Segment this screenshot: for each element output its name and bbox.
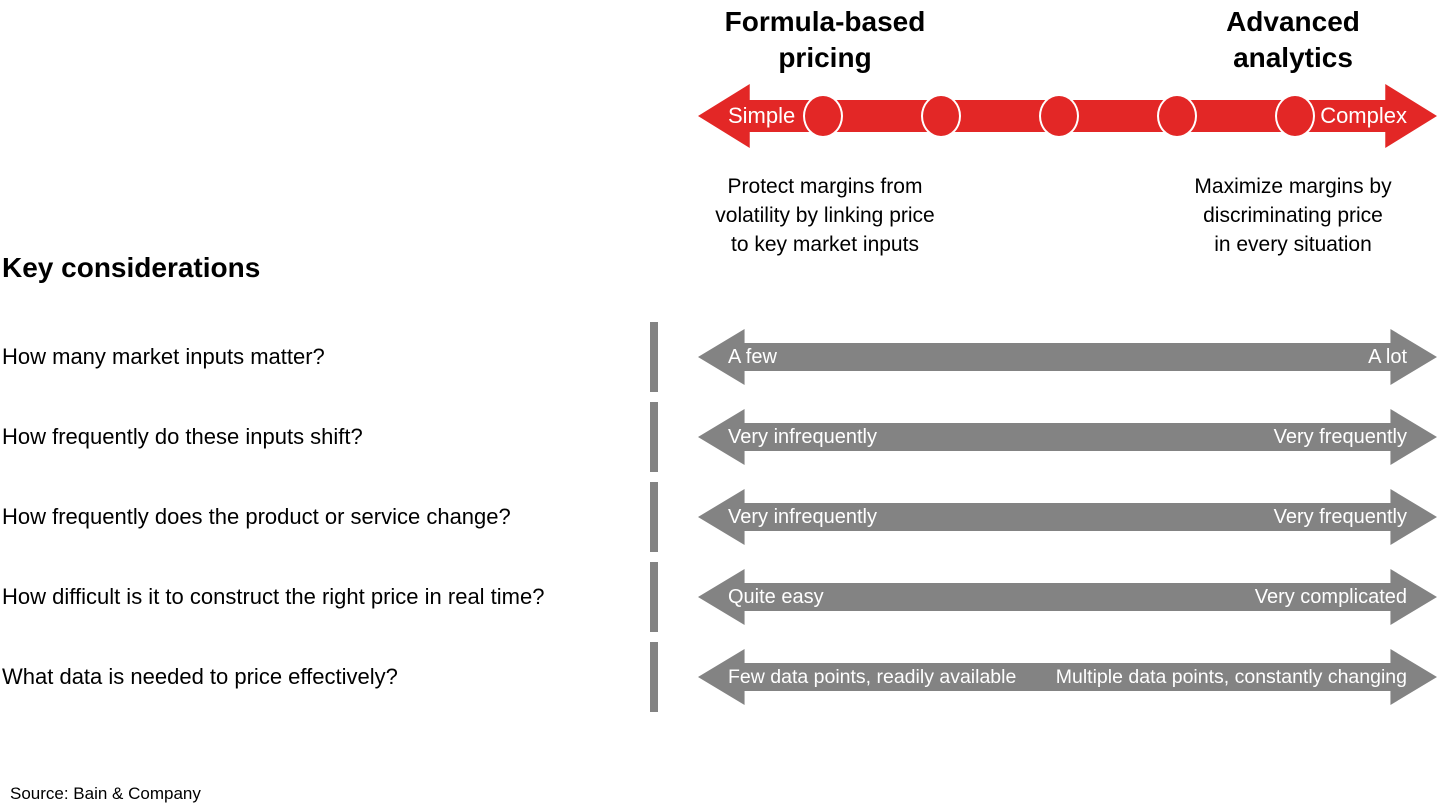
arrow-left-label: A few — [728, 345, 777, 368]
divider-bar — [650, 642, 658, 712]
consideration-arrow: Very infrequently Very frequently — [698, 489, 1437, 545]
title-line: Advanced — [1226, 6, 1360, 37]
question-text: How frequently does the product or servi… — [2, 504, 511, 529]
spectrum-complex-label: Complex — [1320, 103, 1407, 128]
consideration-row: How difficult is it to construct the rig… — [0, 557, 1440, 637]
arrow-left-label: Very infrequently — [728, 425, 877, 448]
consideration-arrow: Quite easy Very complicated — [698, 569, 1437, 625]
consideration-row: How frequently does the product or servi… — [0, 477, 1440, 557]
consideration-row: How frequently do these inputs shift? Ve… — [0, 397, 1440, 477]
divider-bar — [650, 562, 658, 632]
consideration-arrow: A few A lot — [698, 329, 1437, 385]
description-line: Protect margins from — [727, 175, 923, 198]
question-text: How difficult is it to construct the rig… — [2, 584, 545, 609]
arrow-left-label: Very infrequently — [728, 505, 877, 528]
title-line: Formula-based — [724, 6, 926, 37]
description-line: discriminating price — [1203, 204, 1383, 227]
divider-bar — [650, 322, 658, 392]
description-line: to key market inputs — [731, 233, 919, 256]
title-line: analytics — [1233, 42, 1353, 73]
arrow-right-label: A lot — [1368, 345, 1407, 368]
arrow-right-label: Very frequently — [1273, 505, 1407, 528]
arrow-left-label: Few data points, readily available — [728, 665, 1017, 688]
description-line: volatility by linking price — [715, 204, 935, 227]
consideration-arrow: Few data points, readily available Multi… — [698, 649, 1437, 705]
spectrum-simple-label: Simple — [728, 103, 796, 128]
question-text: How many market inputs matter? — [2, 344, 325, 369]
advanced-analytics-description: Maximize margins by discriminating price… — [1128, 172, 1440, 259]
scale-point-circle — [1275, 94, 1315, 138]
question-text: What data is needed to price effectively… — [2, 664, 398, 689]
formula-pricing-description: Protect margins from volatility by linki… — [660, 172, 990, 259]
question-text: How frequently do these inputs shift? — [2, 424, 363, 449]
key-considerations-heading: Key considerations — [2, 252, 261, 283]
scale-point-circle — [1157, 94, 1197, 138]
arrow-right-label: Very frequently — [1273, 425, 1407, 448]
formula-based-pricing-title: Formula-based pricing — [690, 4, 960, 76]
scale-point-circle — [921, 94, 961, 138]
divider-bar — [650, 482, 658, 552]
source-attribution: Source: Bain & Company — [10, 784, 201, 803]
scale-point-circle — [803, 94, 843, 138]
consideration-row: How many market inputs matter? A few A l… — [0, 317, 1440, 397]
title-line: pricing — [778, 42, 872, 73]
consideration-row: What data is needed to price effectively… — [0, 637, 1440, 717]
scale-point-circle — [1039, 94, 1079, 138]
description-line: in every situation — [1214, 233, 1372, 256]
advanced-analytics-title: Advanced analytics — [1158, 4, 1428, 76]
description-line: Maximize margins by — [1194, 175, 1392, 198]
arrow-left-label: Quite easy — [728, 585, 824, 608]
arrow-right-label: Multiple data points, constantly changin… — [1055, 665, 1407, 688]
arrow-right-label: Very complicated — [1254, 585, 1407, 608]
consideration-arrow: Very infrequently Very frequently — [698, 409, 1437, 465]
divider-bar — [650, 402, 658, 472]
